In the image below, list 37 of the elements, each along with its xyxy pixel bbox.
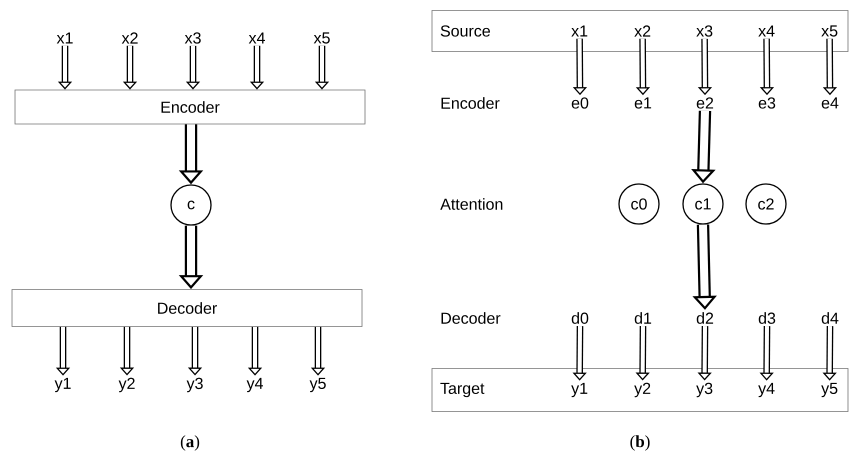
layer-box: Encoder	[14, 90, 366, 124]
token-label: e2	[696, 97, 714, 109]
token-label: d1	[634, 312, 652, 324]
token-label: y3	[696, 382, 712, 398]
token-label: x4	[758, 26, 775, 36]
token-label: x2	[634, 25, 650, 37]
token-label: y4	[758, 382, 775, 398]
token-label: d4	[822, 312, 838, 324]
row-label: Decoder	[442, 312, 500, 324]
row-label: Encoder	[442, 97, 500, 109]
token-label: x5	[821, 25, 838, 37]
token-label: x3	[184, 32, 201, 44]
token-label: d0	[572, 312, 588, 324]
token-label: e1	[634, 97, 652, 109]
token-label: x5	[314, 32, 330, 44]
token-label: y2	[634, 382, 650, 398]
token-label: d2	[696, 312, 714, 324]
token-label: y5	[821, 382, 838, 398]
panel-caption: (a)	[180, 435, 200, 451]
token-label: x1	[571, 26, 588, 36]
panel-caption: (b)	[630, 435, 650, 451]
token-label: d3	[758, 312, 776, 324]
token-label: y2	[118, 378, 135, 392]
token-label: x1	[56, 32, 73, 44]
token-label: y5	[310, 378, 326, 392]
token-label: e3	[758, 97, 776, 109]
token-label: x2	[122, 32, 138, 44]
token-label: x3	[696, 25, 712, 37]
token-label: y3	[186, 378, 203, 392]
token-label: y4	[246, 378, 263, 392]
token-label: x4	[248, 32, 265, 44]
token-label: y1	[571, 382, 588, 398]
token-label: y1	[54, 378, 71, 392]
row-label: Attention	[440, 198, 502, 210]
token-label: e4	[822, 97, 838, 109]
layer-box: Decoder	[12, 289, 362, 327]
token-label: e0	[572, 97, 588, 109]
